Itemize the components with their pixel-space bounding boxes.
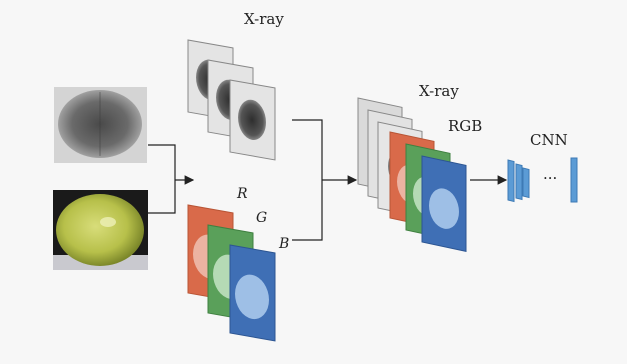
r-channel-label: R <box>236 186 248 202</box>
b-channel-label: B <box>278 236 289 252</box>
ellipsis-label: ··· <box>543 169 557 187</box>
input-merge-connector <box>148 144 195 214</box>
stack-merge-connector <box>292 119 358 241</box>
fused-input-stack <box>357 97 467 252</box>
input-xray-image <box>54 87 147 163</box>
g-channel-label: G <box>256 210 267 226</box>
rgb-channel-stack <box>187 204 276 342</box>
cnn-label: CNN <box>530 131 568 149</box>
input-rgb-photo <box>53 190 148 270</box>
xray-stack-label: X-ray <box>419 82 459 100</box>
blue-channel <box>229 244 276 342</box>
xray-top-label: X-ray <box>244 10 284 28</box>
xray-frame-stack <box>187 39 276 161</box>
cnn-block <box>507 157 578 203</box>
rgb-stack-label: RGB <box>448 117 482 135</box>
fused-blue-frame <box>421 155 467 252</box>
